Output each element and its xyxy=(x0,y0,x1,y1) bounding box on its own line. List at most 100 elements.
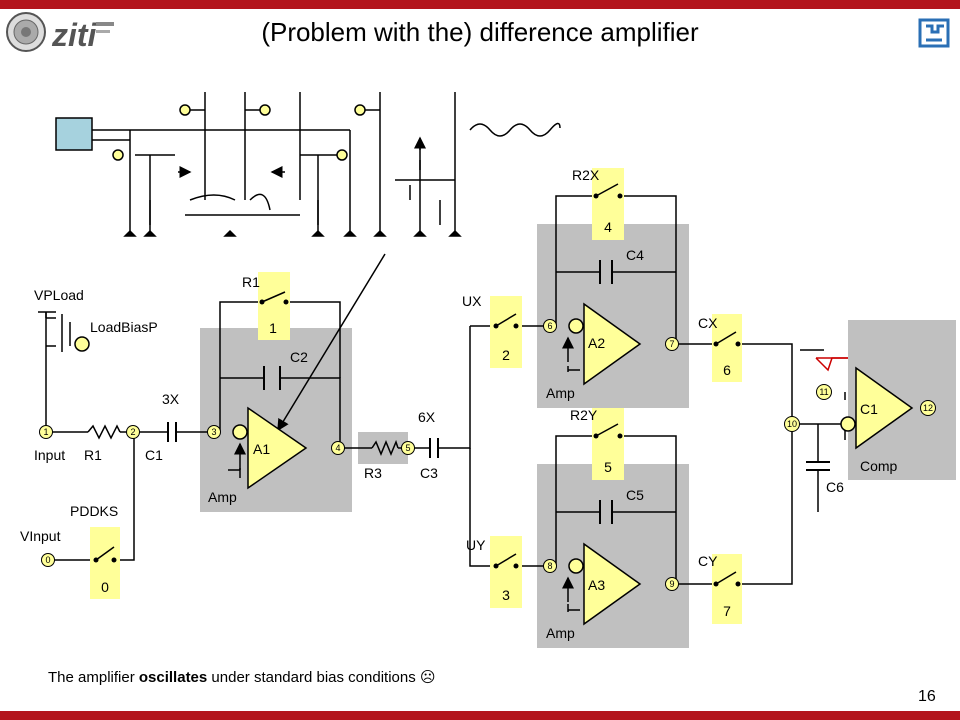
svg-text:12: 12 xyxy=(923,403,933,413)
opamp-a2: A2 xyxy=(562,302,642,386)
node-4: 4 xyxy=(331,441,345,455)
label-amp3: Amp xyxy=(546,625,575,641)
comparator-c1: C1 xyxy=(840,366,914,450)
label-vpload: VPLoad xyxy=(34,287,84,303)
bottom-accent-bar xyxy=(0,711,960,720)
label-r2y: R2Y xyxy=(570,407,598,423)
svg-text:A3: A3 xyxy=(588,577,605,593)
label-c6: C6 xyxy=(826,479,844,495)
nodes: 0 1 2 3 4 5 6 7 8 9 10 11 12 xyxy=(39,319,936,591)
svg-text:ziti: ziti xyxy=(51,17,98,53)
switch-3: 3 xyxy=(490,536,522,608)
node-9: 9 xyxy=(665,577,679,591)
label-c4: C4 xyxy=(626,247,644,263)
svg-text:3: 3 xyxy=(502,587,510,603)
top-accent-bar xyxy=(0,0,960,9)
node-12: 12 xyxy=(920,400,936,416)
label-r2x: R2X xyxy=(572,167,600,183)
node-10: 10 xyxy=(784,416,800,432)
label-vinput: VInput xyxy=(20,528,61,544)
svg-text:6: 6 xyxy=(547,321,552,331)
svg-text:5: 5 xyxy=(604,459,612,475)
svg-text:0: 0 xyxy=(45,555,50,565)
label-r1: R1 xyxy=(84,447,102,463)
node-11: 11 xyxy=(816,384,832,400)
amp2-shade xyxy=(537,224,689,408)
label-loadbiasp: LoadBiasP xyxy=(90,319,158,335)
labels: VPLoad LoadBiasP Input R1 C1 3X PDDKS VI… xyxy=(20,167,898,641)
svg-text:10: 10 xyxy=(787,419,797,429)
svg-text:C1: C1 xyxy=(860,401,878,417)
svg-text:6: 6 xyxy=(723,362,731,378)
switch-4: 4 xyxy=(592,168,624,240)
label-r3: R3 xyxy=(364,465,382,481)
ziti-logo: ziti xyxy=(51,17,114,53)
label-amp2: Amp xyxy=(546,385,575,401)
svg-text:4: 4 xyxy=(604,219,612,235)
switch-1: 1 xyxy=(258,272,290,340)
svg-text:2: 2 xyxy=(130,427,135,437)
svg-text:8: 8 xyxy=(547,561,552,571)
label-pddks: PDDKS xyxy=(70,503,118,519)
switch-5: 5 xyxy=(592,408,624,480)
label-c2: C2 xyxy=(290,349,308,365)
sad-face-icon: ☹ xyxy=(419,669,436,686)
label-ux: UX xyxy=(462,293,482,309)
seal-icon xyxy=(6,12,46,52)
page-number: 16 xyxy=(918,688,936,705)
svg-text:1: 1 xyxy=(269,320,277,336)
label-cy: CY xyxy=(698,553,718,569)
switch-6: 6 xyxy=(712,314,742,382)
label-c3: C3 xyxy=(420,465,438,481)
opamp-a1: A1 xyxy=(228,406,308,490)
transistor-schematic xyxy=(55,92,561,237)
chip-logo-icon xyxy=(918,18,950,48)
svg-text:7: 7 xyxy=(723,603,731,619)
node-7: 7 xyxy=(665,337,679,351)
wires xyxy=(45,195,848,585)
amp3-shade xyxy=(537,464,689,648)
label-3x: 3X xyxy=(162,391,180,407)
svg-text:0: 0 xyxy=(101,579,109,595)
node-1: 1 xyxy=(39,425,53,439)
svg-text:5: 5 xyxy=(405,443,410,453)
node-3: 3 xyxy=(207,425,221,439)
svg-text:A1: A1 xyxy=(253,441,270,457)
svg-text:3: 3 xyxy=(211,427,216,437)
vpload-transistor xyxy=(38,311,90,352)
svg-text:7: 7 xyxy=(669,339,674,349)
input-block xyxy=(55,117,93,151)
svg-text:9: 9 xyxy=(669,579,674,589)
svg-text:A2: A2 xyxy=(588,335,605,351)
node-8: 8 xyxy=(543,559,557,573)
svg-text:11: 11 xyxy=(819,387,828,397)
switch-7: 7 xyxy=(712,554,742,624)
node-5: 5 xyxy=(401,441,415,455)
capacitors xyxy=(167,260,830,524)
pointer-arrow xyxy=(277,253,386,432)
node-0: 0 xyxy=(41,553,55,567)
label-input: Input xyxy=(34,447,65,463)
label-c5: C5 xyxy=(626,487,644,503)
svg-text:4: 4 xyxy=(335,443,340,453)
label-amp1: Amp xyxy=(208,489,237,505)
label-comp: Comp xyxy=(860,458,898,474)
switches: 0 1 2 3 4 5 xyxy=(90,168,742,624)
label-cx: CX xyxy=(698,315,718,331)
label-6x: 6X xyxy=(418,409,436,425)
amp1-shade xyxy=(200,328,352,512)
node-6: 6 xyxy=(543,319,557,333)
opamp-a3: A3 xyxy=(562,542,642,626)
svg-text:2: 2 xyxy=(502,347,510,363)
footer-note: The amplifier oscillates under standard … xyxy=(48,669,436,686)
opamps: A1 A2 A3 C1 xyxy=(228,302,914,626)
node-2: 2 xyxy=(126,425,140,439)
switch-0: 0 xyxy=(90,527,120,599)
slide-title: (Problem with the) difference amplifier xyxy=(261,17,699,47)
svg-text:1: 1 xyxy=(43,427,48,437)
resistors xyxy=(87,424,399,456)
label-r1-switch: R1 xyxy=(242,274,260,290)
label-uy: UY xyxy=(466,537,486,553)
